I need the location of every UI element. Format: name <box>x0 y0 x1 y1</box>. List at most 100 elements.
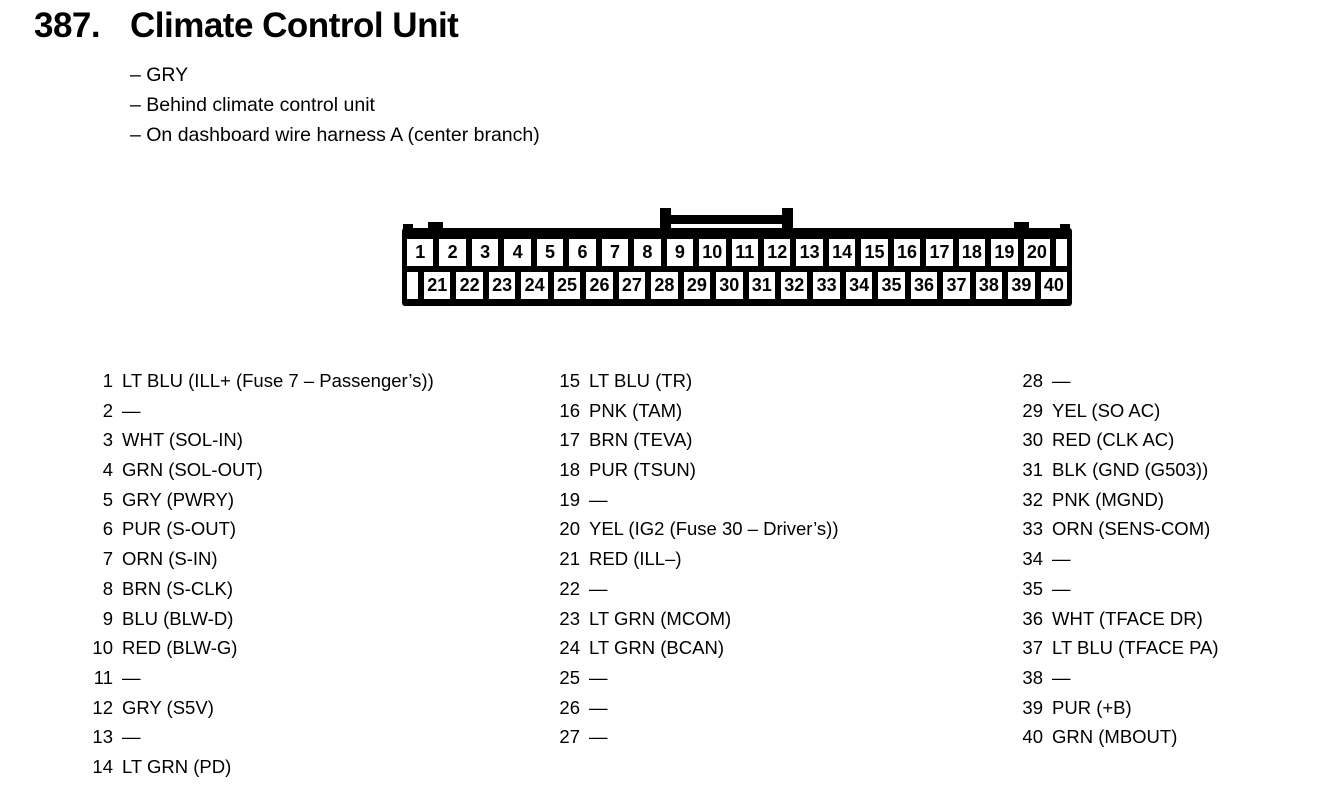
pin-number: 29 <box>1022 399 1043 421</box>
pin-list-row: 33 ORN (SENS-COM) <box>1013 514 1219 544</box>
pin-list-row: 2 — <box>83 396 434 426</box>
pin-number: 21 <box>559 548 580 570</box>
pin-list-row: 34 — <box>1013 544 1219 574</box>
pin-wire-label: PNK (TAM) <box>589 399 683 421</box>
pin-list-row: 23 LT GRN (MCOM) <box>550 604 838 634</box>
pin-wire-label: BLU (BLW-D) <box>122 607 234 629</box>
pin-cell: 25 <box>553 272 581 299</box>
pin-list-row: 25 — <box>550 663 838 693</box>
blank-slot <box>407 272 418 299</box>
pin-wire-label: PUR (+B) <box>1052 696 1132 718</box>
pin-list-row: 19 — <box>550 485 838 515</box>
pin-number: 19 <box>559 488 580 510</box>
pin-number: 35 <box>1022 577 1043 599</box>
pin-wire-label: PUR (TSUN) <box>589 459 696 481</box>
note-line: – Behind climate control unit <box>130 94 375 116</box>
pin-cell: 30 <box>716 272 743 299</box>
pin-cell: 34 <box>845 272 873 299</box>
pin-number: 8 <box>102 577 113 599</box>
pin-wire-label: RED (BLW-G) <box>122 637 238 659</box>
pin-wire-label: WHT (SOL-IN) <box>122 429 243 451</box>
pin-cell: 7 <box>601 239 629 266</box>
pin-list-row: 37 LT BLU (TFACE PA) <box>1013 633 1218 663</box>
pin-wire-label: — <box>589 666 608 688</box>
pin-cell: 40 <box>1040 272 1068 299</box>
pin-cell: 9 <box>666 239 694 266</box>
pin-wire-label: — <box>1052 666 1071 688</box>
pin-wire-label: WHT (TFACE DR) <box>1052 607 1203 629</box>
pin-cell: 21 <box>424 272 451 299</box>
pin-list-row: 20 YEL (IG2 (Fuse 30 – Driver’s)) <box>550 514 838 544</box>
pin-number: 6 <box>102 518 113 540</box>
pin-wire-label: — <box>122 399 141 421</box>
pin-number: 22 <box>559 577 580 599</box>
pin-cell: 23 <box>488 272 516 299</box>
pin-list-row: 6 PUR (S-OUT) <box>83 514 434 544</box>
pin-list-row: 24 LT GRN (BCAN) <box>550 633 838 663</box>
pin-list-row: 26 — <box>550 693 838 723</box>
pin-list-row: 10 RED (BLW-G) <box>83 633 434 663</box>
pin-wire-label: ORN (S-IN) <box>122 548 218 570</box>
pin-number: 31 <box>1022 459 1043 481</box>
pin-list-column-3: 28 — 29 YEL (SO AC) 30 RED (CLK AC) 31 B… <box>1013 366 1219 752</box>
connector-notes: – GRY – Behind climate control unit – On… <box>130 60 540 150</box>
pin-list-row: 12 GRY (S5V) <box>83 693 434 723</box>
pin-wire-label: LT GRN (MCOM) <box>589 607 732 629</box>
pin-number: 11 <box>93 666 113 688</box>
pin-wire-label: RED (CLK AC) <box>1052 429 1175 451</box>
pin-wire-label: — <box>1052 370 1071 391</box>
pin-wire-label: — <box>1052 577 1071 599</box>
pin-cell: 19 <box>991 239 1018 266</box>
pin-wire-label: — <box>122 726 141 748</box>
pin-cell: 37 <box>943 272 970 299</box>
pin-list-row: 7 ORN (S-IN) <box>83 544 434 574</box>
pin-list-row: 35 — <box>1013 574 1219 604</box>
page-title: Climate Control Unit <box>130 6 459 45</box>
pin-wire-label: LT GRN (BCAN) <box>589 637 724 659</box>
pin-number: 4 <box>102 459 113 481</box>
pin-number: 26 <box>559 696 580 718</box>
pin-wire-label: GRY (PWRY) <box>122 488 235 510</box>
pin-cell: 22 <box>456 272 483 299</box>
pin-wire-label: BRN (TEVA) <box>589 429 693 451</box>
pin-wire-label: — <box>589 577 608 599</box>
pin-number: 25 <box>559 666 580 688</box>
pin-list-row: 17 BRN (TEVA) <box>550 425 838 455</box>
pin-number: 24 <box>559 637 580 659</box>
pin-cell: 29 <box>683 272 711 299</box>
pin-list-column-1: 1 LT BLU (ILL+ (Fuse 7 – Passenger’s)) 2… <box>83 366 434 782</box>
pin-cell: 26 <box>586 272 613 299</box>
pin-wire-label: — <box>589 696 608 718</box>
pin-cell: 32 <box>780 272 808 299</box>
pin-list-row: 13 — <box>83 722 434 752</box>
pin-list-row: 9 BLU (BLW-D) <box>83 604 434 634</box>
pin-number: 1 <box>102 370 113 391</box>
section-number: 387. <box>34 6 101 45</box>
pin-list-row: 39 PUR (+B) <box>1013 693 1219 723</box>
pin-number: 28 <box>1022 370 1043 391</box>
pin-list-row: 28 — <box>1013 366 1219 396</box>
pin-list-row: 8 BRN (S-CLK) <box>83 574 434 604</box>
pin-wire-label: LT GRN (PD) <box>122 755 232 777</box>
pin-list-row: 11 — <box>83 663 434 693</box>
pin-list-row: 30 RED (CLK AC) <box>1013 425 1219 455</box>
blank-slot <box>1056 239 1068 266</box>
pin-number: 23 <box>559 607 580 629</box>
pin-cell: 33 <box>813 272 840 299</box>
pin-number: 9 <box>102 607 113 629</box>
pin-cell: 16 <box>893 239 921 266</box>
housing-tab <box>1014 222 1029 232</box>
pin-list-column-2: 15 LT BLU (TR) 16 PNK (TAM) 17 BRN (TEVA… <box>550 366 838 752</box>
pin-list-row: 40 GRN (MBOUT) <box>1013 722 1219 752</box>
section-header: 387. Climate Control Unit <box>34 6 459 46</box>
pin-wire-label: — <box>589 488 608 510</box>
pin-cell: 27 <box>618 272 646 299</box>
pin-number: 20 <box>559 518 580 540</box>
pin-wire-label: BLK (GND (G503)) <box>1052 459 1209 481</box>
pin-cell: 12 <box>763 239 791 266</box>
pin-number: 38 <box>1022 666 1043 688</box>
pin-cell: 13 <box>796 239 823 266</box>
pin-wire-label: GRY (S5V) <box>122 696 214 718</box>
latch-post-right <box>782 208 793 229</box>
pin-wire-label: — <box>1052 548 1071 570</box>
